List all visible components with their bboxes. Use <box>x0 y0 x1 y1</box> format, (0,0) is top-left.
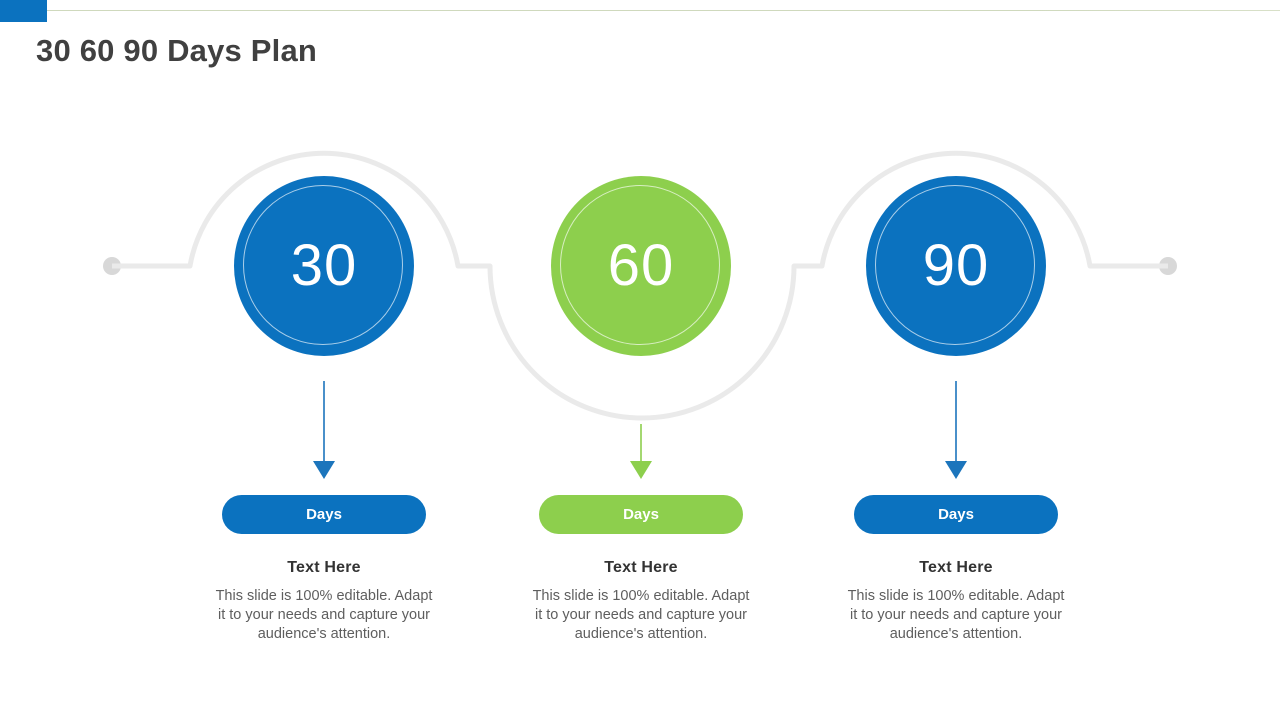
column-body-text: This slide is 100% editable. Adapt it to… <box>847 588 1065 642</box>
step-number-label: 30 <box>290 233 358 298</box>
connector-endpoint-dot-left <box>103 257 121 275</box>
header-divider-line <box>47 10 1280 11</box>
connector-endpoint-dot-right <box>1159 257 1177 275</box>
step-number-label: 60 <box>607 233 675 298</box>
days-pill-button[interactable]: Days <box>854 495 1058 534</box>
arrow-down-step-2 <box>630 424 652 479</box>
column-body-text: This slide is 100% editable. Adapt it to… <box>532 588 750 642</box>
step-circle-30[interactable]: 30 <box>234 176 414 356</box>
circle-inner-ring-icon <box>243 185 403 345</box>
step-circle-90[interactable]: 90 <box>866 176 1046 356</box>
column-heading: Text Here <box>604 559 678 576</box>
step-column-60: Days Text Here This slide is 100% editab… <box>521 495 761 644</box>
column-heading: Text Here <box>919 559 993 576</box>
circle-inner-ring-icon <box>875 185 1035 345</box>
days-pill-button[interactable]: Days <box>539 495 743 534</box>
arrow-down-step-3 <box>945 381 967 479</box>
arrow-down-step-1 <box>313 381 335 479</box>
circle-inner-ring-icon <box>560 185 720 345</box>
header-accent-block <box>0 0 47 22</box>
step-column-90: Days Text Here This slide is 100% editab… <box>836 495 1076 644</box>
step-column-30: Days Text Here This slide is 100% editab… <box>204 495 444 644</box>
days-pill-button[interactable]: Days <box>222 495 426 534</box>
step-circle-60[interactable]: 60 <box>551 176 731 356</box>
column-body-text: This slide is 100% editable. Adapt it to… <box>215 588 433 642</box>
page-title: 30 60 90 Days Plan <box>36 33 318 68</box>
step-number-label: 90 <box>922 233 990 298</box>
column-heading: Text Here <box>287 559 361 576</box>
